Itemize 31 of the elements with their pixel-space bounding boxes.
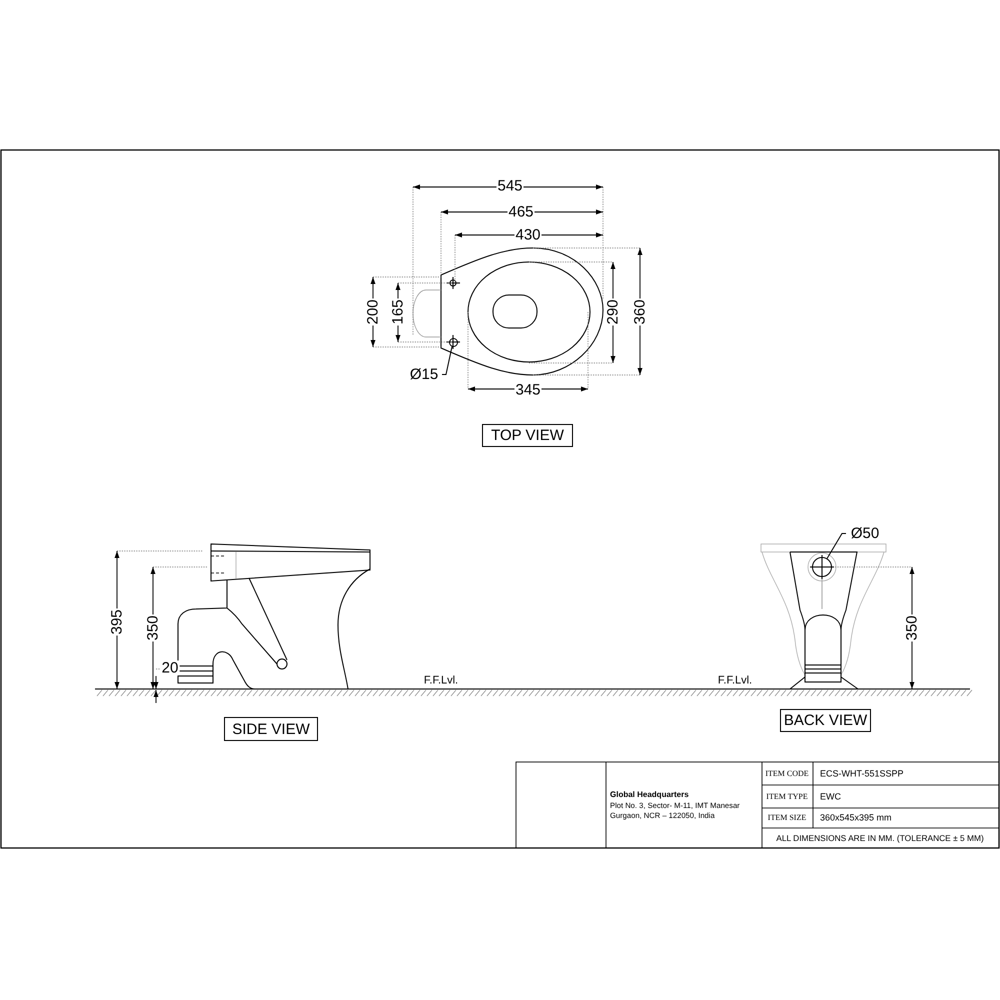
field-value: ECS-WHT-551SSPP xyxy=(819,770,905,778)
leader-line xyxy=(442,346,453,375)
dimension-value: 395 xyxy=(110,608,124,636)
dimension-value: 290 xyxy=(606,298,620,326)
dimension-value: 165 xyxy=(390,298,406,326)
outlet-pipe-opening xyxy=(812,557,832,577)
view-title: BACK VIEW xyxy=(780,709,871,732)
mounting-hole xyxy=(448,338,458,346)
field-label: ITEM TYPE xyxy=(765,793,809,801)
diameter-label: Ø50 xyxy=(846,525,884,542)
dimension-value: 20 xyxy=(160,660,180,676)
dimension-value: 350 xyxy=(146,614,160,642)
field-label: ITEM SIZE xyxy=(766,814,808,822)
floor-level-label: F.F.Lvl. xyxy=(716,676,754,686)
view-title: TOP VIEW xyxy=(482,424,573,447)
field-label: ITEM CODE xyxy=(764,770,810,778)
view-title: SIDE VIEW xyxy=(224,717,318,741)
dimension-value: 360 xyxy=(632,298,648,326)
leader-line xyxy=(826,533,846,559)
dimension-value: 350 xyxy=(904,614,920,642)
dimension-value: 430 xyxy=(514,228,542,242)
floor-level-label: F.F.Lvl. xyxy=(422,676,460,686)
field-value: EWC xyxy=(819,792,842,802)
dimension-value: 465 xyxy=(507,204,535,220)
dimension-value: 345 xyxy=(514,382,542,398)
address-heading: Global Headquarters xyxy=(609,791,690,799)
field-value: 360x545x395 mm xyxy=(819,814,893,822)
dimension-value: 200 xyxy=(366,298,380,326)
dimension-value: 545 xyxy=(496,178,524,194)
dimensions-note: ALL DIMENSIONS ARE IN MM. (TOLERANCE ± 5 MM) xyxy=(775,834,985,842)
diameter-label: Ø15 xyxy=(406,366,442,383)
